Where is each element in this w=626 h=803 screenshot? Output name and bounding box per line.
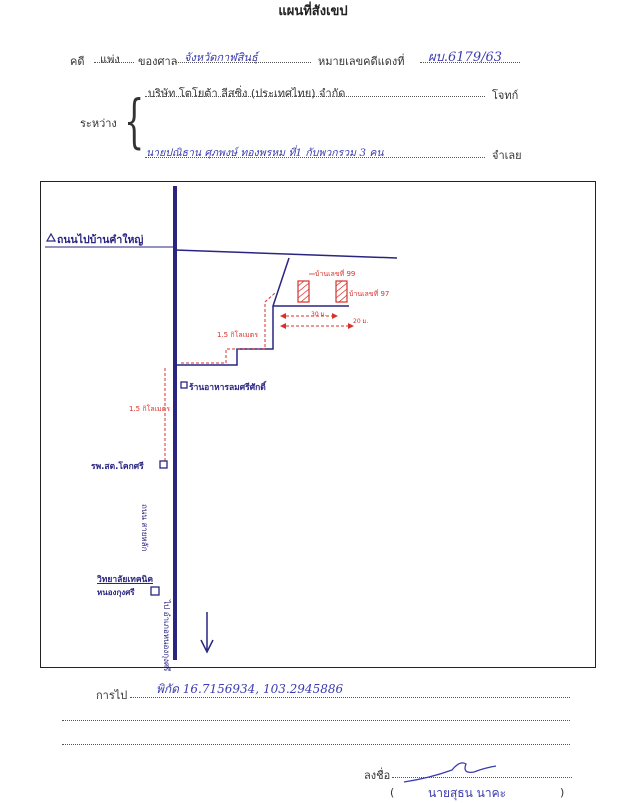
label-dist-red-1: 1.5 กิโลเมตร [217,331,258,339]
plaintiff-name: บริษัท โตโยต้า ลีสซิ่ง (ประเทศไทย) จำกัด [148,87,346,100]
black-case-line [420,62,520,63]
directions-label: การไป [96,689,128,702]
map-drawing [45,186,398,660]
plaintiff-line [145,96,485,97]
signature-icon [403,762,497,783]
case-label: คดี [70,55,85,68]
label-house-1: บ้านเลขที่ 99 [315,270,356,278]
label-bottom-place-2: หนองกุงศรี [97,588,135,597]
court-name: จังหวัดกาฬสินธุ์ [184,51,258,64]
paren-open: ( [390,786,395,799]
between-label: ระหว่าง [80,117,117,130]
black-case-number: ผบ.6179/63 [428,50,503,65]
directions-line-3 [62,744,570,745]
label-dist-small-2: 20 ม. [353,318,369,325]
signature-line [392,777,572,778]
paren-close: ) [560,786,565,799]
shop-square-icon [180,381,188,389]
label-bottom-place-1: วิทยาลัยเทคนิค [97,575,154,585]
directions-text: พิกัด 16.7156934, 103.2945886 [156,682,344,696]
case-type-line [94,62,134,63]
defendant-name: นายปณิธาน ศุภพงษ์ ทองพรหม ที่1 กับพวกรวม… [146,147,384,159]
court-name-line [176,62,311,63]
sign-label: ลงชื่อ [364,769,391,782]
label-house-2: บ้านเลขที่ 97 [349,290,390,298]
court-label: ของศาล [138,55,178,68]
college-square-icon [150,586,160,596]
plaintiff-role: โจทก์ [492,89,519,102]
cross-road-right [174,249,398,259]
defendant-line [145,157,485,158]
page-title: แผนที่สังเขป [278,4,348,19]
route-dashed-upper [181,292,276,364]
label-top-left-place: ถนนไปบ้านคำใหญ่ [57,234,144,246]
black-case-label: หมายเลขคดีแดงที่ [318,55,405,68]
label-shop: ร้านอาหารลมศรีศักดิ์ [189,383,266,393]
brace-symbol: { [124,87,145,155]
label-bottom-vertical: ไป อำเภอหนองกุงศรี [162,600,171,672]
triangle-marker-icon [45,232,57,242]
case-type: แพ่ง [100,53,120,66]
label-school: รพ.สต.โคกศรี [91,462,144,472]
directions-line-2 [62,720,570,721]
label-vertical-road: ถนน สายหลัก [140,504,149,552]
directions-line-1 [130,697,570,698]
signer-name: นายสุธน นาคะ [428,786,507,800]
school-square-icon [159,460,168,469]
defendant-role: จำเลย [492,149,522,162]
label-dist-red-2: 1.5 กิโลเมตร [129,405,170,413]
label-dist-small-1: 30 ม. [311,311,327,318]
direction-arrow-icon [200,612,214,654]
map-frame: ถนนไปบ้านคำใหญ่ บ้านเลขที่ 99 บ้านเลขที่… [40,181,596,672]
